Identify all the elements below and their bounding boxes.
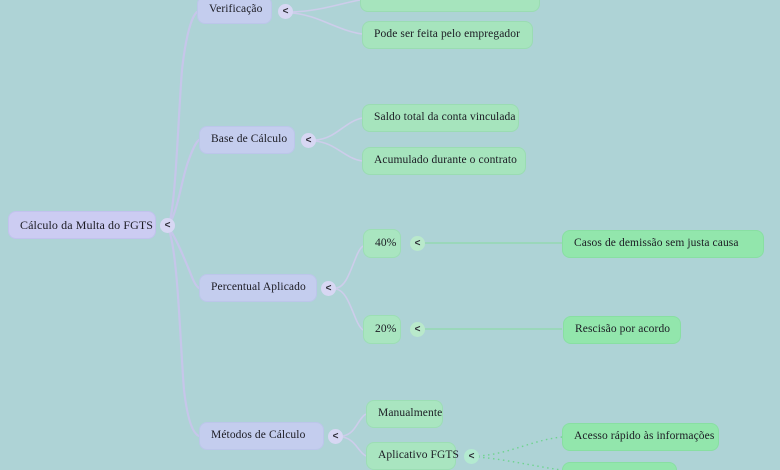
chevron-left-icon: < bbox=[325, 282, 332, 294]
branch-node-base-de-calculo[interactable]: Base de Cálculo bbox=[199, 126, 295, 154]
percentual-aplicado-collapse-marker[interactable]: < bbox=[321, 281, 336, 296]
leaf-node-acumulado-contrato[interactable]: Acumulado durante o contrato bbox=[362, 147, 526, 175]
leaf-node-saldo-total[interactable]: Saldo total da conta vinculada bbox=[362, 104, 519, 132]
leaf-node-manualmente-label: Manualmente bbox=[378, 407, 443, 420]
chevron-left-icon: < bbox=[468, 450, 475, 462]
leaf-node-aplicativo-2[interactable] bbox=[562, 462, 677, 470]
branch-node-percentual-aplicado[interactable]: Percentual Aplicado bbox=[199, 274, 317, 302]
leaf-node-demissao-sem-justa-causa-label: Casos de demissão sem justa causa bbox=[574, 237, 739, 250]
base-de-calculo-collapse-marker[interactable]: < bbox=[301, 133, 316, 148]
leaf-node-acumulado-contrato-label: Acumulado durante o contrato bbox=[374, 154, 517, 167]
chevron-left-icon: < bbox=[414, 323, 421, 335]
leaf-node-rescisao-por-acordo-label: Rescisão por acordo bbox=[575, 323, 671, 336]
branch-node-metodos-de-calculo[interactable]: Métodos de Cálculo bbox=[199, 422, 324, 450]
percent-20-collapse-marker[interactable]: < bbox=[410, 322, 425, 337]
leaf-node-saldo-total-label: Saldo total da conta vinculada bbox=[374, 111, 516, 124]
sub-node-40-percent[interactable]: 40% bbox=[363, 229, 401, 258]
chevron-left-icon: < bbox=[305, 134, 312, 146]
sub-node-aplicativo-fgts-label: Aplicativo FGTS bbox=[378, 449, 460, 462]
verificacao-collapse-marker[interactable]: < bbox=[278, 4, 293, 19]
sub-node-20-percent-label: 20% bbox=[375, 322, 397, 335]
root-collapse-marker[interactable]: < bbox=[160, 218, 175, 233]
leaf-node-verificacao-2-label: Pode ser feita pelo empregador bbox=[374, 28, 521, 41]
chevron-left-icon: < bbox=[282, 5, 289, 17]
chevron-left-icon: < bbox=[164, 219, 171, 231]
root-node-label: Cálculo da Multa do FGTS bbox=[20, 217, 154, 232]
leaf-node-manualmente[interactable]: Manualmente bbox=[366, 400, 443, 428]
leaf-node-acesso-rapido[interactable]: Acesso rápido às informações bbox=[562, 423, 719, 451]
percent-40-collapse-marker[interactable]: < bbox=[410, 236, 425, 251]
aplicativo-fgts-collapse-marker[interactable]: < bbox=[464, 449, 479, 464]
leaf-node-verificacao-2[interactable]: Pode ser feita pelo empregador bbox=[362, 21, 533, 49]
sub-node-20-percent[interactable]: 20% bbox=[363, 315, 401, 344]
leaf-node-verificacao-1[interactable] bbox=[360, 0, 540, 12]
root-node[interactable]: Cálculo da Multa do FGTS bbox=[8, 211, 156, 239]
branch-node-verificacao[interactable]: Verificação bbox=[197, 0, 272, 24]
branch-node-metodos-de-calculo-label: Métodos de Cálculo bbox=[211, 429, 306, 442]
branch-node-verificacao-label: Verificação bbox=[209, 3, 263, 16]
chevron-left-icon: < bbox=[414, 237, 421, 249]
sub-node-aplicativo-fgts[interactable]: Aplicativo FGTS bbox=[366, 442, 460, 470]
branch-node-base-de-calculo-label: Base de Cálculo bbox=[211, 133, 288, 146]
metodos-de-calculo-collapse-marker[interactable]: < bbox=[328, 429, 343, 444]
chevron-left-icon: < bbox=[332, 430, 339, 442]
sub-node-40-percent-label: 40% bbox=[375, 236, 397, 249]
leaf-node-acesso-rapido-label: Acesso rápido às informações bbox=[574, 430, 715, 443]
leaf-node-demissao-sem-justa-causa[interactable]: Casos de demissão sem justa causa bbox=[562, 230, 764, 258]
branch-node-percentual-aplicado-label: Percentual Aplicado bbox=[211, 281, 306, 294]
leaf-node-rescisao-por-acordo[interactable]: Rescisão por acordo bbox=[563, 316, 681, 344]
